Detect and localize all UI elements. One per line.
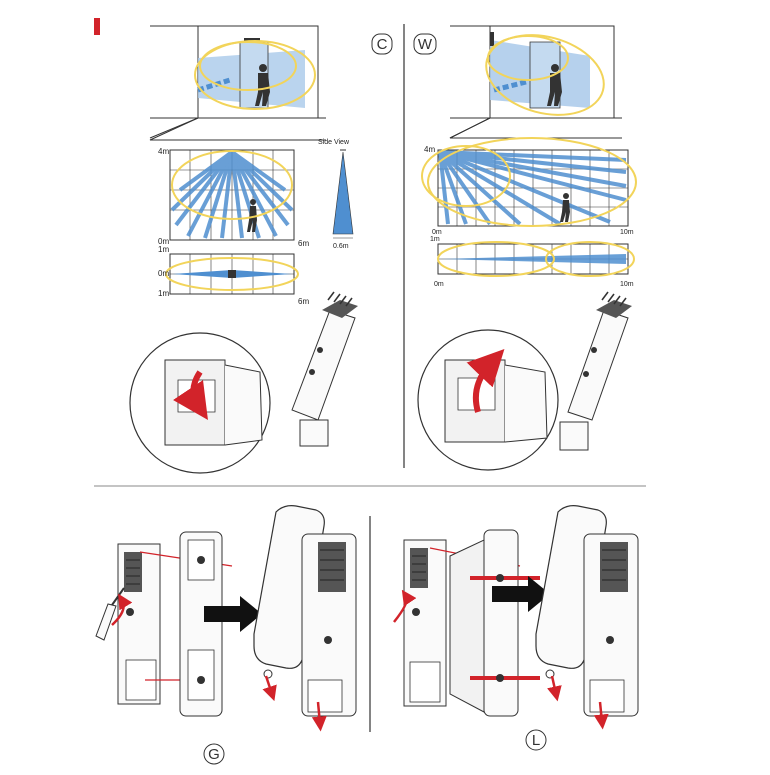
mode-label-g: G [203,743,225,765]
svg-text:0m: 0m [432,229,442,236]
detector-board-curtain [291,291,358,447]
mode-label-w: W [413,33,437,55]
curtain-narrow-view: 1m 0m 1m 6m [158,245,309,306]
svg-text:L: L [532,732,540,749]
svg-text:10m: 10m [620,281,634,288]
mode-label-c: C [371,33,393,55]
lens-switch-detail-wide [417,329,559,471]
side-view: Side View 0.6m [318,139,354,250]
mode-label-l: L [525,729,547,751]
push-arrow-icon [492,576,550,612]
push-arrow-icon [204,596,262,632]
svg-text:4m: 4m [158,147,169,156]
svg-text:6m: 6m [298,297,309,306]
svg-text:1m: 1m [158,289,169,298]
svg-text:0.6m: 0.6m [333,243,349,250]
rotate-arrow-icon [466,348,505,413]
svg-text:0m: 0m [434,281,444,288]
room-illustration-wide [449,25,622,139]
svg-text:4m: 4m [424,145,435,154]
svg-text:0m: 0m [158,269,169,278]
svg-text:1m: 1m [158,245,169,254]
svg-text:1m: 1m [430,236,440,243]
mounting-steps-l: L [393,505,639,751]
accent-marker [94,18,100,35]
svg-text:C: C [377,36,388,53]
mounting-steps-g: G [95,505,357,765]
svg-text:Side View: Side View [318,139,350,146]
screwdriver-icon [95,587,125,641]
wide-main-view: 4m 0m 10m [421,137,637,236]
curtain-main-view: 4m 0m 6m [158,147,309,248]
room-illustration-curtain [149,25,326,141]
svg-text:0m: 0m [158,237,169,246]
detector-board-wide [559,291,632,451]
svg-text:W: W [418,36,433,53]
svg-text:10m: 10m [620,229,634,236]
wide-narrow-view: 1m 0m 10m [430,236,635,288]
rotate-arrow-icon [173,370,208,420]
svg-text:G: G [208,746,220,763]
lens-switch-detail-curtain [129,332,271,474]
svg-text:6m: 6m [298,239,309,248]
